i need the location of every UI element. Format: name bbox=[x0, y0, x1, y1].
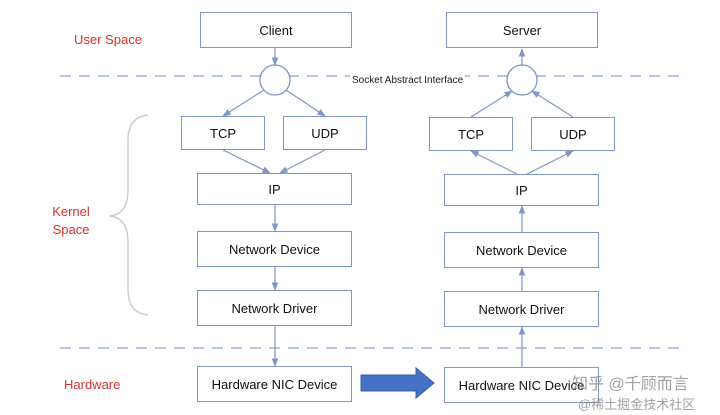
server-network-device-box: Network Device bbox=[444, 232, 599, 268]
server-stack-arrows bbox=[470, 48, 574, 367]
client-ip-label: IP bbox=[268, 181, 281, 197]
server-ip-label: IP bbox=[515, 182, 528, 198]
watermark-line1: 知乎 @千顾而言 bbox=[572, 376, 689, 393]
server-ip-box: IP bbox=[444, 174, 599, 206]
server-socket-circle bbox=[506, 64, 538, 96]
server-udp-box: UDP bbox=[531, 117, 615, 151]
client-nic-box: Hardware NIC Device bbox=[197, 366, 352, 402]
client-network-driver-box: Network Driver bbox=[197, 290, 352, 326]
client-network-device-label: Network Device bbox=[228, 241, 321, 257]
client-tcp-label: TCP bbox=[210, 125, 236, 141]
kernel-space-label: Kernel Space bbox=[46, 203, 96, 239]
client-stack-arrows bbox=[222, 48, 326, 367]
client-label: Client bbox=[259, 22, 293, 38]
server-nic-label: Hardware NIC Device bbox=[458, 377, 585, 393]
watermark-line2: @稀土掘金技术社区 bbox=[578, 397, 696, 412]
client-nic-label: Hardware NIC Device bbox=[211, 376, 338, 392]
client-ip-box: IP bbox=[197, 173, 352, 205]
kernel-bracket bbox=[109, 114, 149, 316]
server-network-driver-box: Network Driver bbox=[444, 291, 599, 327]
client-socket-circle bbox=[259, 64, 291, 96]
server-udp-label: UDP bbox=[559, 126, 587, 142]
client-tcp-box: TCP bbox=[181, 116, 265, 150]
server-box: Server bbox=[446, 12, 598, 48]
server-network-driver-label: Network Driver bbox=[478, 301, 565, 317]
server-label: Server bbox=[502, 22, 542, 38]
user-space-label: User Space bbox=[74, 32, 142, 47]
client-network-device-box: Network Device bbox=[197, 231, 352, 267]
server-nic-box: Hardware NIC Device bbox=[444, 367, 599, 403]
client-udp-box: UDP bbox=[283, 116, 367, 150]
transfer-arrow bbox=[360, 366, 435, 400]
hardware-label: Hardware bbox=[64, 377, 121, 392]
client-box: Client bbox=[200, 12, 352, 48]
server-network-device-label: Network Device bbox=[475, 242, 568, 258]
client-udp-label: UDP bbox=[311, 125, 339, 141]
socket-interface-label: Socket Abstract Interface bbox=[350, 75, 466, 87]
server-tcp-box: TCP bbox=[429, 117, 513, 151]
kernel-label-line1: Kernel bbox=[52, 204, 90, 219]
server-tcp-label: TCP bbox=[458, 126, 484, 142]
kernel-label-line2: Space bbox=[52, 222, 90, 237]
client-network-driver-label: Network Driver bbox=[231, 300, 318, 316]
